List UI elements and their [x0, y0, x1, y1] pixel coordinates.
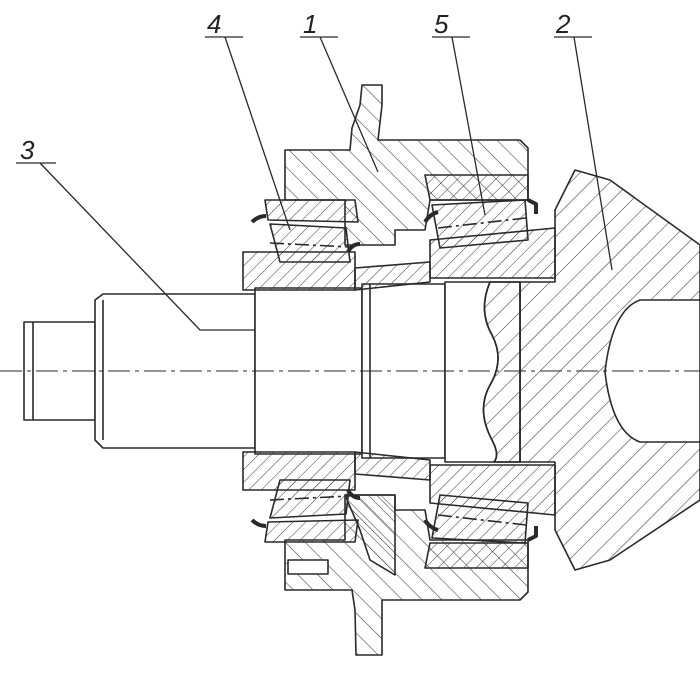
callout-label-2: 2 [555, 9, 571, 39]
seal-inner-lower [423, 518, 439, 532]
seal-left-lower [250, 518, 267, 528]
right-bearing-cup-upper [424, 174, 529, 201]
leader-1 [319, 36, 379, 173]
leader-5 [451, 36, 486, 216]
spacer-upper [354, 261, 431, 291]
seal-right-lower [527, 526, 538, 542]
seal-right-upper [527, 198, 538, 214]
left-bearing-cone-upper [242, 251, 356, 291]
bolt-slot [287, 559, 329, 575]
right-bearing-roller-lower [431, 494, 529, 544]
seal-mid-lower [346, 489, 361, 500]
left-bearing-cup-lower [264, 519, 359, 543]
roller-axis [269, 495, 351, 501]
roller-axis [437, 514, 527, 526]
callout-label-5: 5 [434, 9, 449, 39]
left-bearing-roller-lower [269, 479, 351, 519]
seal-mid-upper [346, 242, 361, 253]
callout-label-1: 1 [303, 9, 317, 39]
callout-label-4: 4 [207, 9, 221, 39]
shaft-break-hatch [482, 281, 521, 463]
left-bearing-cup-upper [264, 199, 359, 223]
spacer-lower [354, 451, 431, 481]
leader-2 [573, 36, 613, 271]
right-bearing-cup-lower [424, 542, 529, 569]
callout-label-3: 3 [20, 135, 35, 165]
roller-axis [437, 217, 527, 229]
leader-3 [39, 162, 201, 331]
seal-inner-upper [423, 210, 439, 224]
seal-left-upper [250, 214, 267, 224]
leader-4 [224, 36, 291, 231]
roller-axis [269, 242, 351, 248]
